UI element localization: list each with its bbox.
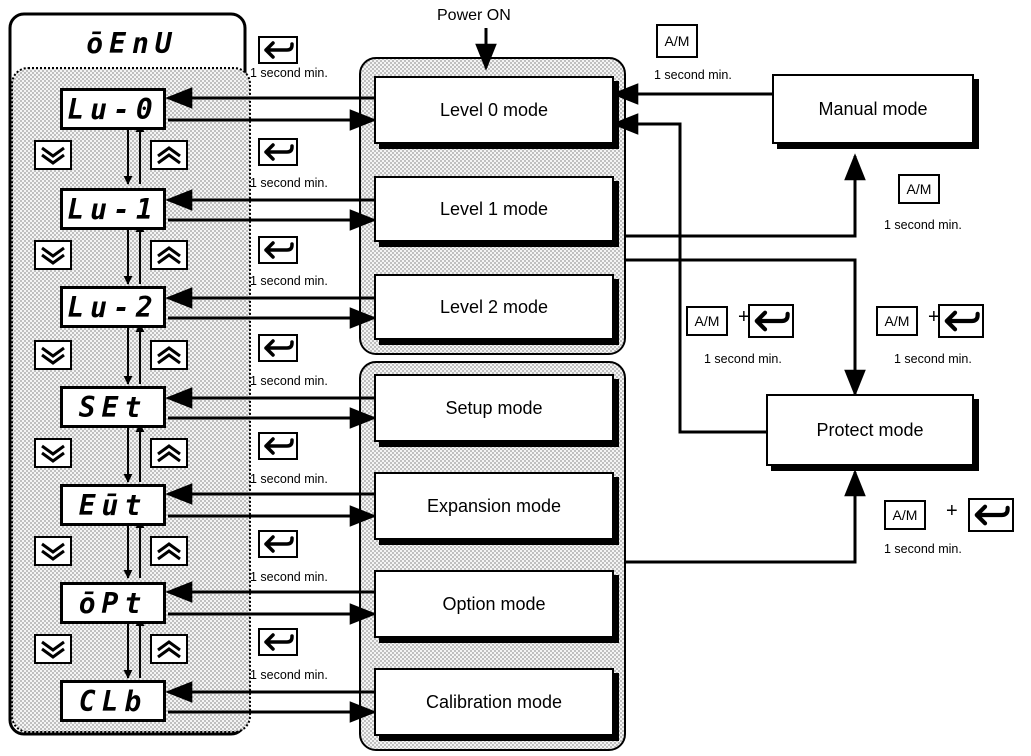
timing-label-6: 1 second min. bbox=[250, 570, 328, 584]
am-key-2: A/M bbox=[898, 174, 940, 204]
mode-key-icon-3 bbox=[258, 236, 298, 264]
level-1-mode: Level 1 mode bbox=[374, 176, 614, 242]
plus-sign-2: + bbox=[928, 306, 940, 328]
lcd-opt: ōPt bbox=[60, 582, 166, 624]
timing-label-3: 1 second min. bbox=[250, 274, 328, 288]
menu-display: ōEnU bbox=[86, 26, 178, 60]
double-chevron-down-icon-2 bbox=[34, 240, 72, 270]
am-key: A/M bbox=[656, 24, 698, 58]
mode-key-icon-4 bbox=[258, 334, 298, 362]
am-key-5: A/M bbox=[884, 500, 926, 530]
lcd-set: SEt bbox=[60, 386, 166, 428]
lcd-lu-0: Lu-0 bbox=[60, 88, 166, 130]
double-chevron-up-icon-5 bbox=[150, 536, 188, 566]
timing-label-7: 1 second min. bbox=[250, 668, 328, 682]
timing-label-4: 1 second min. bbox=[250, 374, 328, 388]
double-chevron-up-icon-3 bbox=[150, 340, 188, 370]
power-on-label: Power ON bbox=[437, 7, 511, 24]
double-chevron-down-icon-3 bbox=[34, 340, 72, 370]
timing-label-1: 1 second min. bbox=[250, 66, 328, 80]
timing-label-to-protect: 1 second min. bbox=[894, 352, 972, 366]
mode-key-icon-6 bbox=[258, 530, 298, 558]
expansion-mode: Expansion mode bbox=[374, 472, 614, 540]
level-0-mode: Level 0 mode bbox=[374, 76, 614, 144]
mode-key-icon-protect-3 bbox=[968, 498, 1014, 532]
double-chevron-up-icon-2 bbox=[150, 240, 188, 270]
lcd-lu-2: Lu-2 bbox=[60, 286, 166, 328]
plus-sign-3: + bbox=[946, 500, 958, 522]
timing-label-5: 1 second min. bbox=[250, 472, 328, 486]
timing-label-2: 1 second min. bbox=[250, 176, 328, 190]
level-2-mode: Level 2 mode bbox=[374, 274, 614, 340]
lcd-lu-1: Lu-1 bbox=[60, 188, 166, 230]
double-chevron-down-icon-1 bbox=[34, 140, 72, 170]
mode-key-icon-7 bbox=[258, 628, 298, 656]
manual-mode: Manual mode bbox=[772, 74, 974, 144]
mode-key-icon-protect-1 bbox=[938, 304, 984, 338]
am-key-4: A/M bbox=[876, 306, 918, 336]
lcd-clb: CLb bbox=[60, 680, 166, 722]
timing-label-to-protect-2: 1 second min. bbox=[884, 542, 962, 556]
setup-mode: Setup mode bbox=[374, 374, 614, 442]
mode-key-icon-2 bbox=[258, 138, 298, 166]
plus-sign-1: + bbox=[738, 306, 750, 328]
calibration-mode: Calibration mode bbox=[374, 668, 614, 736]
double-chevron-up-icon-4 bbox=[150, 438, 188, 468]
protect-mode: Protect mode bbox=[766, 394, 974, 466]
mode-key-icon-5 bbox=[258, 432, 298, 460]
mode-key-icon-1 bbox=[258, 36, 298, 64]
timing-label-to-manual: 1 second min. bbox=[884, 218, 962, 232]
double-chevron-down-icon-4 bbox=[34, 438, 72, 468]
double-chevron-down-icon-5 bbox=[34, 536, 72, 566]
lcd-evt: Eūt bbox=[60, 484, 166, 526]
am-key-3: A/M bbox=[686, 306, 728, 336]
double-chevron-up-icon-6 bbox=[150, 634, 188, 664]
double-chevron-up-icon-1 bbox=[150, 140, 188, 170]
timing-label-manual-return: 1 second min. bbox=[654, 68, 732, 82]
option-mode: Option mode bbox=[374, 570, 614, 638]
mode-key-icon-protect-2 bbox=[748, 304, 794, 338]
double-chevron-down-icon-6 bbox=[34, 634, 72, 664]
timing-label-protect-return: 1 second min. bbox=[704, 352, 782, 366]
